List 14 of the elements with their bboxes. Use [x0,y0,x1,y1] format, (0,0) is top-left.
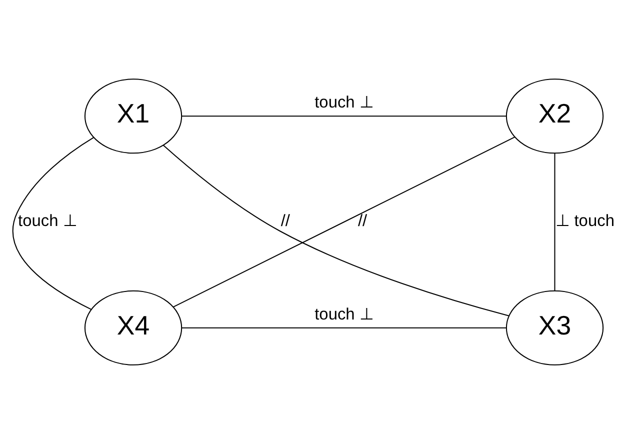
node-ellipse: X4 [84,290,182,366]
node-ellipse: X3 [506,290,604,366]
connector [182,327,506,328]
node-ellipse: X1 [84,78,182,154]
edge-label: touch ⊥ [18,212,77,230]
edge-label: ⊥ touch [556,212,614,230]
node-ellipse: X2 [506,78,604,154]
edge-label: touch ⊥ [314,305,374,324]
edge-label: // [280,212,290,230]
connector [182,116,506,117]
connector [12,137,94,310]
connector [554,153,556,291]
edge-label: touch ⊥ [314,94,374,112]
edge-label: // [358,212,368,230]
